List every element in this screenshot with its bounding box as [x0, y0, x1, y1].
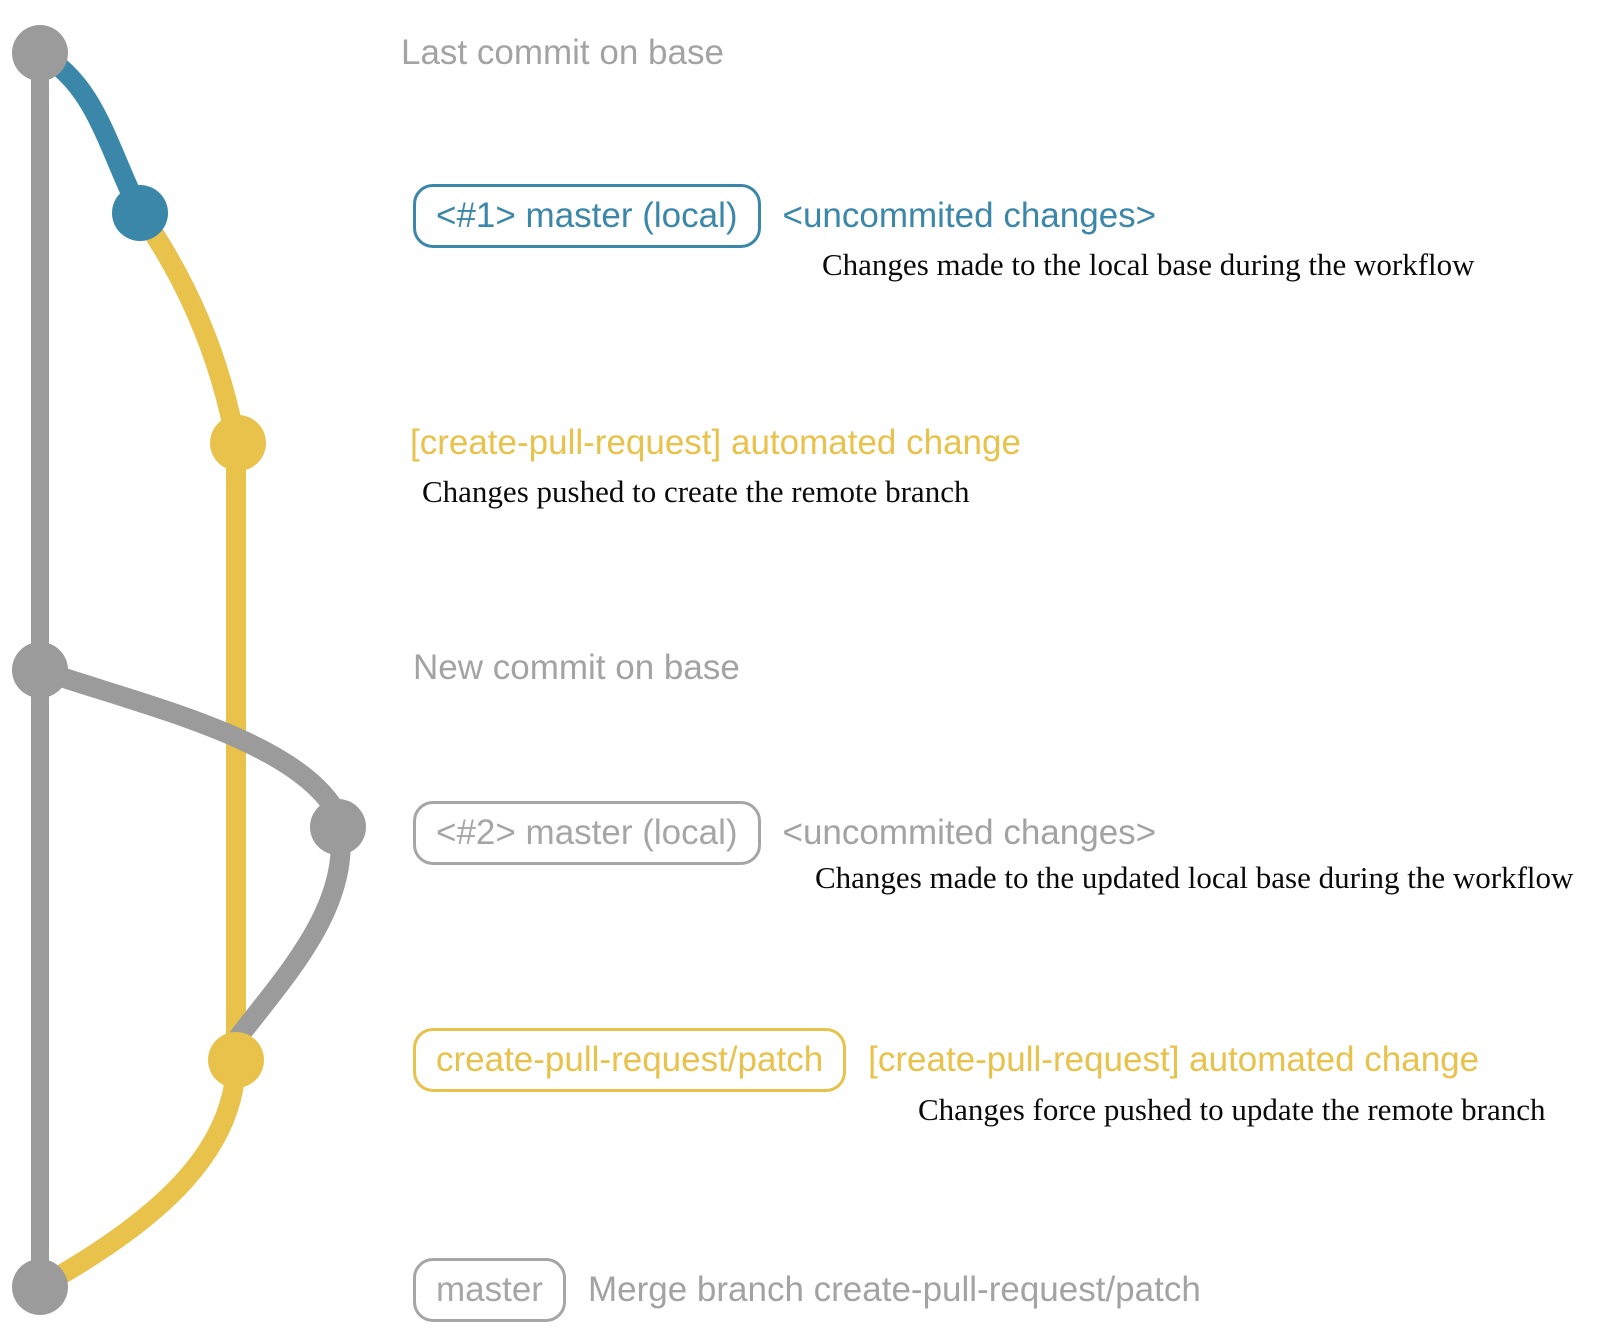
last-commit-on-base-label: Last commit on base: [401, 33, 724, 72]
patch-branch-badge: create-pull-request/patch: [413, 1028, 847, 1092]
patch-1-description: Changes pushed to create the remote bran…: [422, 474, 970, 509]
patch-2-row: create-pull-request/patch [create-pull-r…: [413, 1028, 1479, 1092]
local-2-commit-message: <uncommited changes>: [782, 813, 1157, 852]
new-commit-on-base-node: [12, 642, 68, 698]
patch-1-commit-message: [create-pull-request] automated change: [410, 423, 1021, 462]
patch-2-description: Changes force pushed to update the remot…: [918, 1092, 1546, 1127]
patch-branch-curve: [42, 203, 246, 1290]
patch-2-commit-message: [create-pull-request] automated change: [868, 1040, 1480, 1079]
local-2-row: <#2> master (local) <uncommited changes>: [413, 801, 1156, 865]
local-1-branch-curve: [30, 43, 150, 223]
patch-commit-node: [210, 415, 266, 471]
patch-update-commit-node: [208, 1032, 264, 1088]
local-2-description: Changes made to the updated local base d…: [815, 860, 1574, 895]
master-branch-badge: master: [413, 1258, 566, 1322]
new-commit-on-base-label: New commit on base: [413, 648, 740, 687]
local-2-branch-curve: [30, 660, 351, 1068]
merge-commit-message: Merge branch create-pull-request/patch: [587, 1270, 1201, 1309]
local-1-description: Changes made to the local base during th…: [822, 247, 1475, 282]
local-1-row: <#1> master (local) <uncommited changes>: [413, 184, 1156, 248]
merge-commit-node: [12, 1259, 68, 1315]
merge-row: master Merge branch create-pull-request/…: [413, 1258, 1201, 1322]
local-2-commit-node: [310, 799, 366, 855]
local-1-commit-node: [112, 185, 168, 241]
last-commit-on-base-node: [12, 25, 68, 81]
local-2-branch-badge: <#2> master (local): [413, 801, 761, 865]
local-1-commit-message: <uncommited changes>: [782, 196, 1157, 235]
local-1-branch-badge: <#1> master (local): [413, 184, 761, 248]
